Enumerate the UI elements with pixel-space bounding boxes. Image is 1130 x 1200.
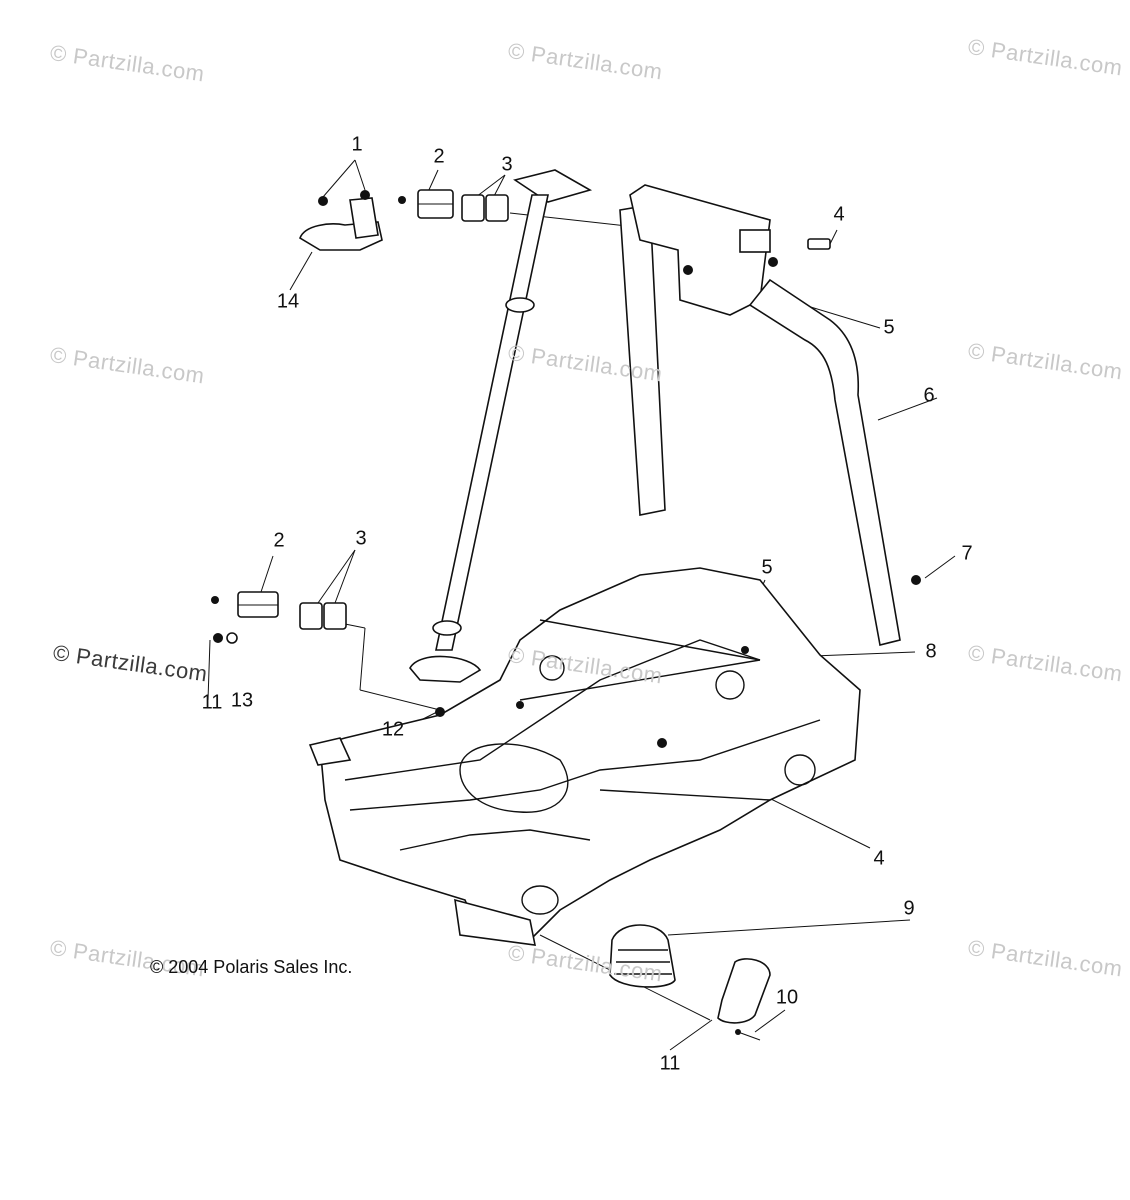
callout-label: 5 bbox=[761, 556, 773, 579]
callout-label: 2 bbox=[273, 529, 285, 552]
callout-label: 12 bbox=[381, 718, 405, 741]
callout-label: 11 bbox=[659, 1052, 681, 1075]
callout-label: 14 bbox=[276, 290, 300, 313]
callout-label: 2 bbox=[433, 145, 445, 168]
callout-label: 7 bbox=[961, 542, 973, 565]
callout-label: 3 bbox=[501, 153, 513, 176]
callout-label: 1 bbox=[351, 133, 363, 156]
steering-column bbox=[409, 169, 593, 683]
chassis-frame bbox=[308, 567, 861, 946]
boot-assembly bbox=[609, 924, 771, 1041]
callout-label: 8 bbox=[925, 640, 937, 663]
clamp-part-2-bottom bbox=[211, 591, 347, 644]
callout-label: 11 bbox=[201, 691, 223, 714]
roll-bar-part-6 bbox=[599, 184, 921, 646]
callout-label: 6 bbox=[923, 384, 935, 407]
callout-label: 4 bbox=[873, 847, 885, 870]
callout-label: 13 bbox=[230, 689, 254, 712]
callout-label: 5 bbox=[883, 316, 895, 339]
callout-label: 9 bbox=[903, 897, 915, 920]
clamp-part-2-top bbox=[398, 189, 509, 222]
callout-label: 3 bbox=[355, 527, 367, 550]
callout-label: 4 bbox=[833, 203, 845, 226]
copyright-notice: © 2004 Polaris Sales Inc. bbox=[150, 957, 353, 977]
callout-label: 10 bbox=[775, 986, 799, 1009]
bracket-part-14 bbox=[299, 190, 383, 251]
